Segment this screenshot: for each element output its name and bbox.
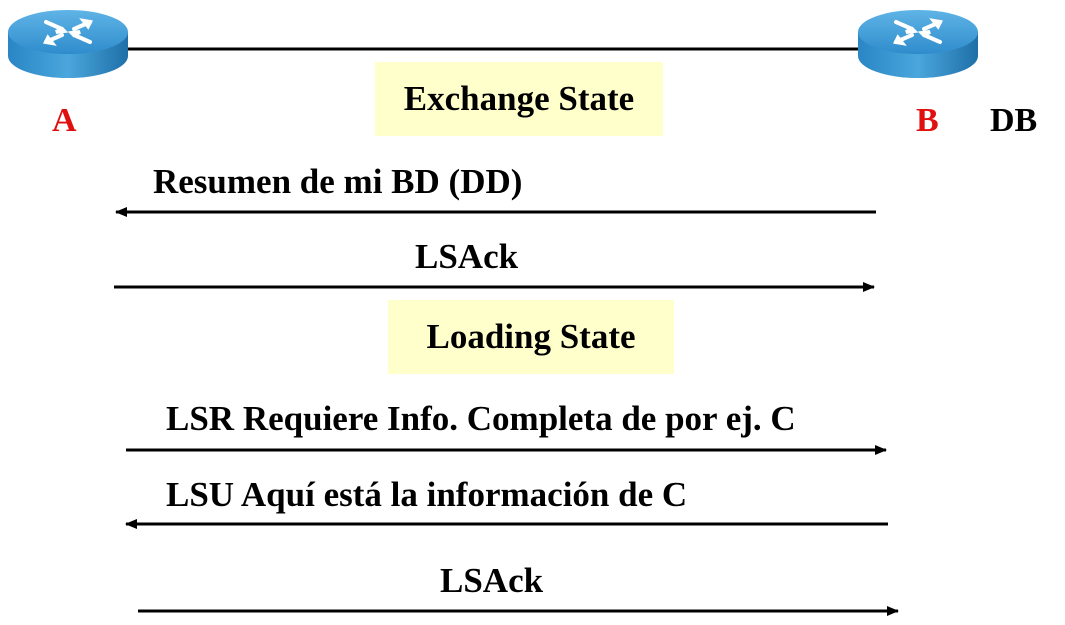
router-b-icon <box>858 10 978 78</box>
db-label: DB <box>990 102 1038 139</box>
exchange-state-box: Exchange State <box>375 62 663 136</box>
router-a-label: A <box>52 102 77 139</box>
loading-state-box: Loading State <box>388 300 674 374</box>
message-lsr-label: LSR Requiere Info. Completa de por ej. C <box>166 399 796 438</box>
loading-state-label: Loading State <box>426 317 636 356</box>
exchange-state-label: Exchange State <box>403 79 635 118</box>
message-lsu-label: LSU Aquí está la información de C <box>166 475 688 514</box>
message-lsack-2-label: LSAck <box>440 561 544 600</box>
router-b-label: B <box>916 102 939 139</box>
router-a-icon <box>8 10 128 78</box>
message-dd-label: Resumen de mi BD (DD) <box>153 162 523 201</box>
message-lsack-1-label: LSAck <box>415 237 519 276</box>
